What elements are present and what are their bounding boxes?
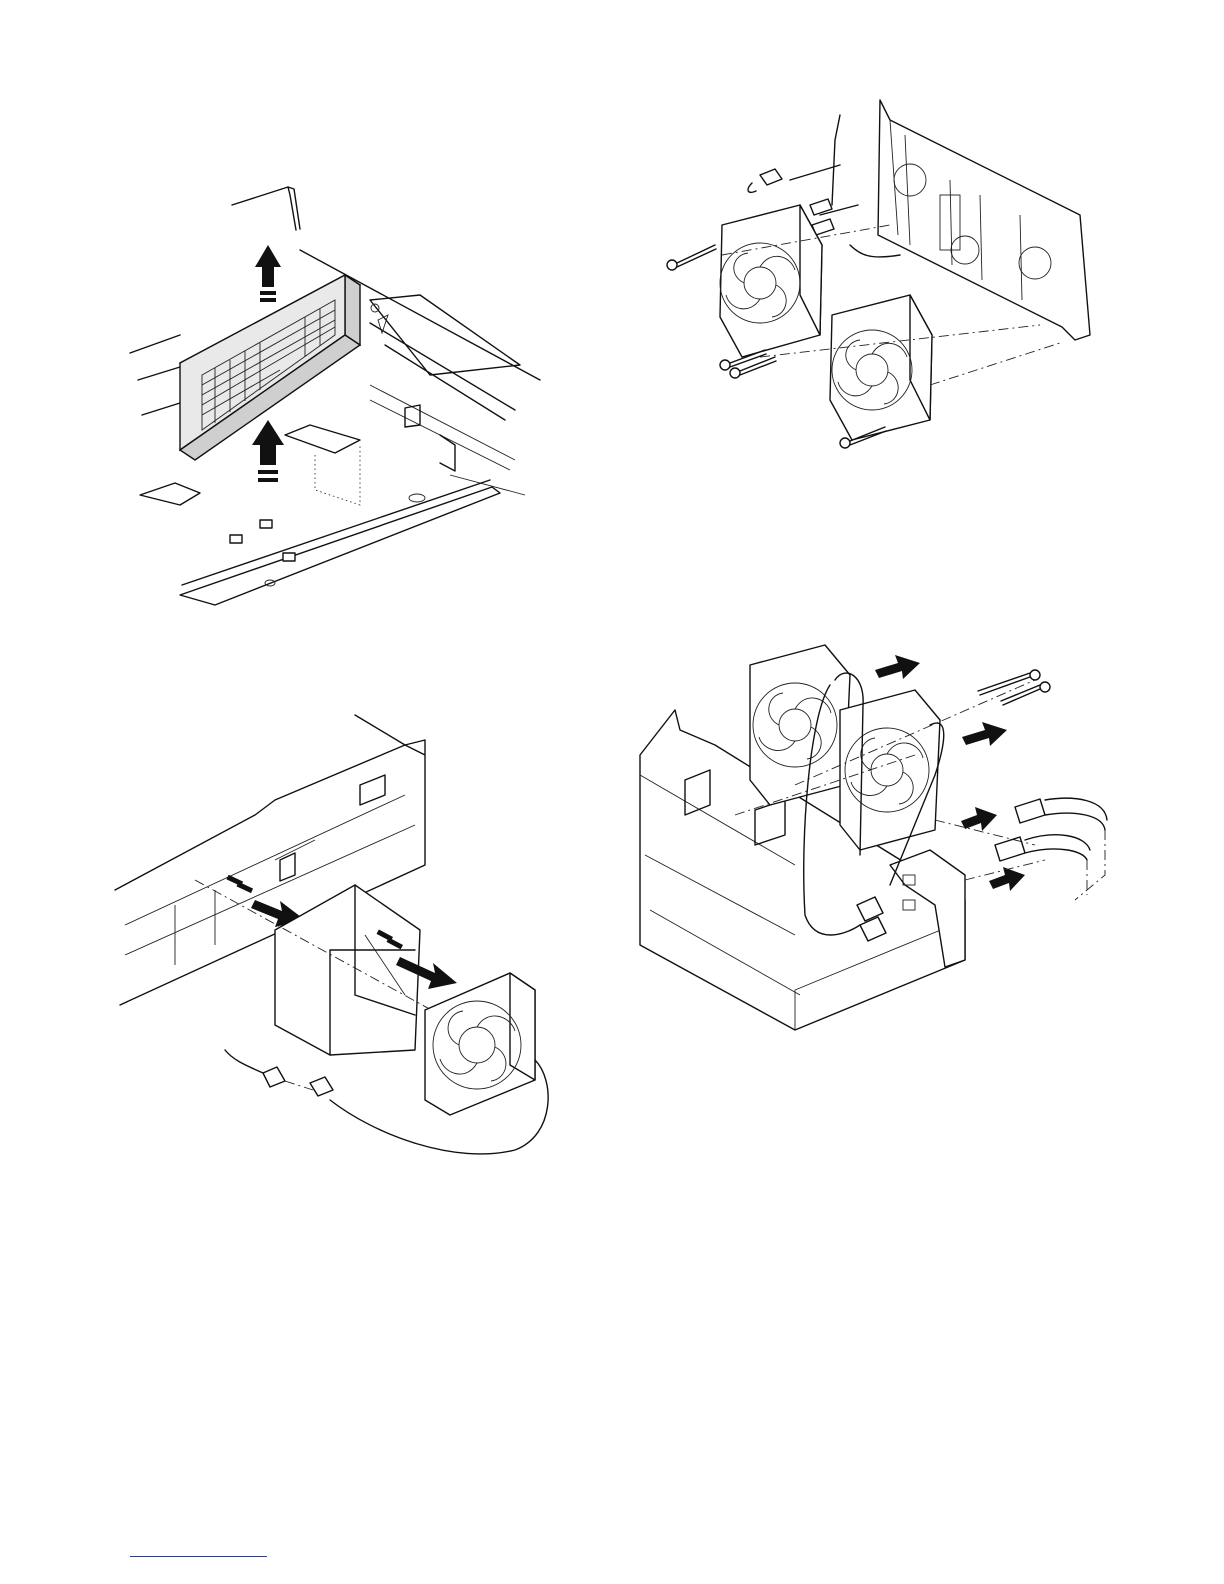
cooling-fan-icon <box>830 295 932 440</box>
lower-rail <box>180 480 500 605</box>
figure-fan-duct <box>115 705 555 1165</box>
connector-icon <box>995 799 1045 861</box>
cooling-fan-icon <box>840 690 940 850</box>
lift-up-arrow-icon <box>252 420 284 482</box>
screw-icon <box>978 670 1050 705</box>
retaining-spring-icon <box>232 187 300 230</box>
connector-icon <box>263 1067 333 1096</box>
lift-up-arrow-icon <box>255 245 281 302</box>
footer-link-rule <box>130 1556 267 1557</box>
cooling-fan-icon <box>720 205 822 357</box>
figure-dual-fans <box>635 635 1115 1035</box>
cooling-fan-icon <box>425 973 535 1115</box>
fan-duct-icon <box>275 885 420 1055</box>
figure-filter-removal <box>120 175 550 610</box>
figure-rear-fans <box>660 95 1095 455</box>
cooling-fan-icon <box>750 645 850 805</box>
